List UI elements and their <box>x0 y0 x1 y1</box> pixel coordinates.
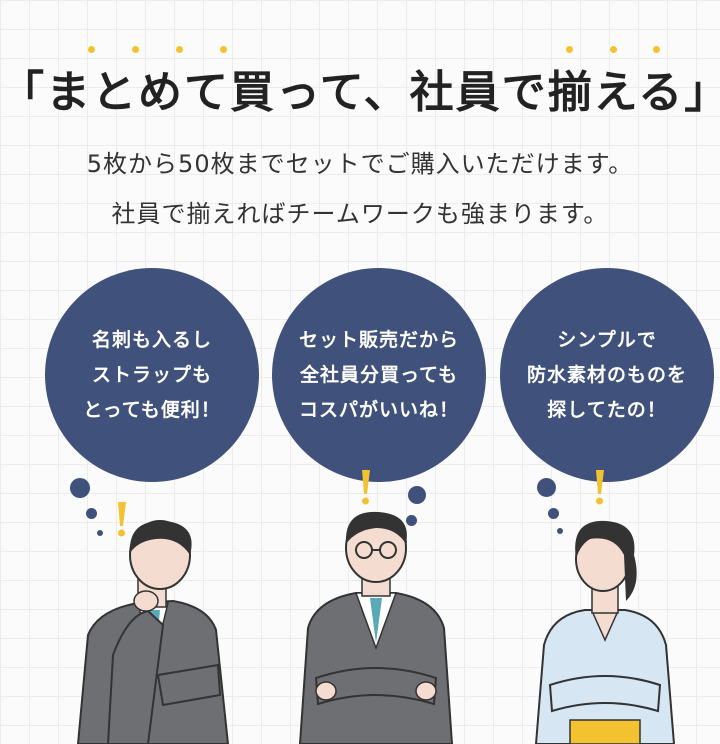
thought-dot <box>557 528 563 534</box>
thinking-businessman-illustration <box>76 520 230 744</box>
thought-dot <box>537 478 556 497</box>
headline: 「まとめて買って、社員で揃える」 <box>0 67 720 118</box>
bubble-line: ストラップも <box>91 363 212 386</box>
bubble-line: 防水素材のものを <box>526 363 687 386</box>
bubble-line: とっても便利！ <box>83 398 221 421</box>
thought-bubble-1: 名刺も入るし ストラップも とっても便利！ <box>45 268 259 482</box>
thought-dot <box>70 478 90 498</box>
bubble-line: 全社員分買っても <box>299 363 459 386</box>
exclamation-icon <box>118 502 126 537</box>
exclamation-icon <box>596 470 604 505</box>
emphasis-dot <box>653 46 660 53</box>
emphasis-dot <box>88 46 95 53</box>
emphasis-dot <box>176 46 183 53</box>
thought-dot <box>548 508 559 519</box>
emphasis-dot <box>610 46 617 53</box>
bubble-line: セット販売だから <box>298 328 459 351</box>
bubble-line: シンプルで <box>557 328 657 351</box>
bubble-line: 探してたの！ <box>547 398 667 421</box>
emphasis-dot <box>132 46 139 53</box>
bubble-line: コスパがいいね！ <box>298 398 459 421</box>
glasses-businessman-illustration <box>298 511 454 744</box>
exclamation-icon <box>362 470 370 505</box>
thought-dot <box>97 530 103 536</box>
businesswoman-illustration <box>534 520 676 744</box>
thought-dot <box>406 515 417 526</box>
bubble-line: 名刺も入るし <box>91 328 212 351</box>
emphasis-dot <box>220 46 227 53</box>
subline-1: 5枚から50枚までセットでご購入いただけます。 <box>86 150 634 178</box>
thought-dot <box>86 508 97 519</box>
emphasis-dot <box>566 46 573 53</box>
subline-2: 社員で揃えればチームワークも強まります。 <box>111 200 609 228</box>
thought-bubble-2: セット販売だから 全社員分買っても コスパがいいね！ <box>272 268 486 482</box>
thought-dot <box>408 486 426 504</box>
thought-bubble-3: シンプルで 防水素材のものを 探してたの！ <box>500 268 714 482</box>
